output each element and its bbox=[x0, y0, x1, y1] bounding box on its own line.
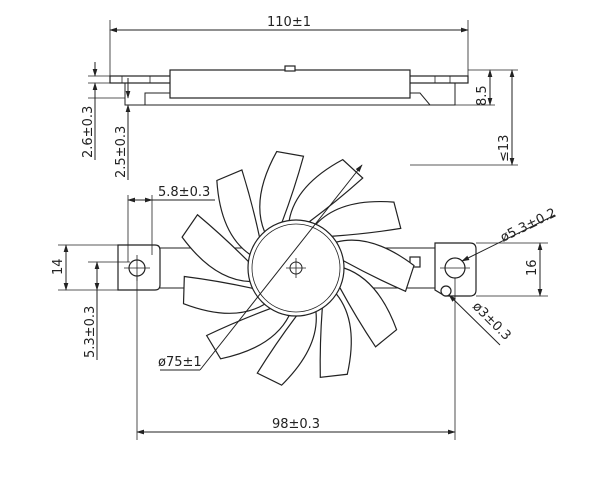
fan-blade-icon bbox=[216, 169, 261, 256]
side-fan-hub bbox=[169, 69, 411, 99]
fan-blade-icon bbox=[319, 293, 352, 379]
small-mount-hole bbox=[440, 285, 452, 297]
fan-blade-icon bbox=[315, 200, 402, 237]
hub-height-label: 8.5 bbox=[475, 85, 490, 106]
fan-diameter-label: ø75±1 bbox=[158, 355, 202, 370]
fan-blade-icon bbox=[335, 239, 415, 293]
hole-offset-label: 5.8±0.3 bbox=[158, 185, 210, 200]
left-bracket-height-label: 14 bbox=[51, 258, 66, 275]
fan-blade-icon bbox=[182, 275, 266, 314]
max-height-label: ≤13 bbox=[497, 135, 512, 162]
side-view: 110±1 2.6±0.3 2.5±0.3 8.5 bbox=[81, 15, 518, 180]
hole-center-offset-label: 5.3±0.3 bbox=[83, 306, 98, 358]
fan-blade-icon bbox=[259, 150, 305, 233]
hole-pitch-label: 98±0.3 bbox=[272, 417, 320, 432]
fan-blade-icon bbox=[256, 310, 317, 386]
fan-blades bbox=[181, 150, 415, 386]
overall-width-label: 110±1 bbox=[267, 15, 311, 30]
fan-blade-icon bbox=[288, 158, 364, 223]
fan-blade-icon bbox=[181, 213, 251, 283]
plate-thickness-label: 2.6±0.3 bbox=[81, 106, 96, 158]
fan-blade-icon bbox=[339, 267, 398, 348]
right-bracket-height-label: 16 bbox=[525, 259, 540, 276]
right-hole-diameter-label: ø5.3±0.2 bbox=[498, 206, 559, 246]
front-view: ø75±1 5.8±0.3 14 5.3±0.3 16 ø5.3±0.2 ø3±… bbox=[51, 150, 559, 440]
step-height-label: 2.5±0.3 bbox=[114, 126, 129, 178]
fan-diameter-line bbox=[199, 164, 363, 371]
fan-blade-icon bbox=[205, 307, 291, 360]
